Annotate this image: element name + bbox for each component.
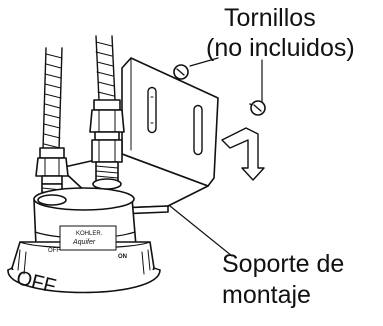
brand-label: KOHLER. [76,231,103,237]
left-hose [42,47,63,151]
screw-lower [249,100,266,116]
leader-lines [169,57,263,257]
screw-upper [173,64,189,80]
filter-head: KOHLER. Aquifer OFF ON OFF [7,178,161,298]
product-label: Aquifer [72,239,96,246]
on-position-mark: ON [118,254,127,260]
bracket-label-line1: Soporte de [222,250,345,278]
direction-arrow [221,127,265,181]
screws-label-line1: Tornillos [224,4,316,32]
bracket-label-line2: montaje [222,281,311,309]
off-position-mark: OFF [48,248,60,254]
screws-label-line2: (no incluidos) [206,34,355,62]
right-fitting [89,99,125,183]
right-hose [95,35,116,101]
